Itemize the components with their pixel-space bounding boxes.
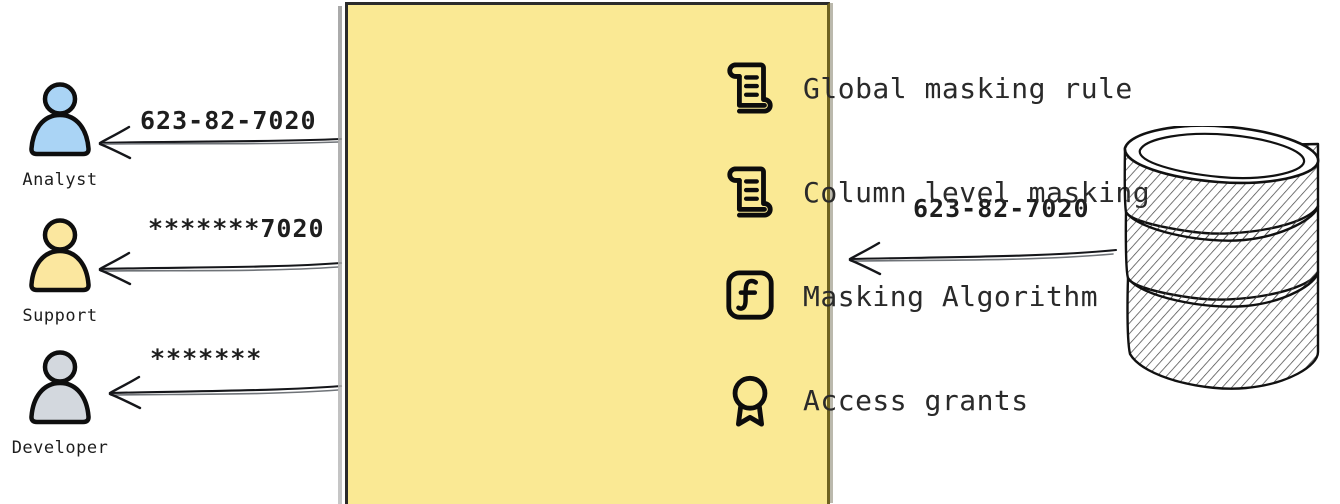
policy-list: Global masking rule Column level masking xyxy=(723,57,1163,431)
actor-support[interactable]: Support xyxy=(0,218,120,326)
actor-analyst[interactable]: Analyst xyxy=(0,82,120,190)
arrow-support xyxy=(98,251,343,286)
panel-shadow xyxy=(338,6,342,504)
user-icon xyxy=(29,350,91,425)
policy-item-masking-algorithm[interactable]: Masking Algorithm xyxy=(723,265,1163,327)
actor-label: Developer xyxy=(11,438,109,458)
flow-label-database: 623-82-7020 xyxy=(913,194,1090,223)
arrow-developer xyxy=(108,375,343,410)
award-icon xyxy=(732,375,768,427)
policy-item-label: Access grants xyxy=(803,383,1029,417)
arrow-analyst xyxy=(98,125,343,160)
scroll-icon xyxy=(727,166,773,218)
policy-item-label: Masking Algorithm xyxy=(803,279,1099,313)
actor-developer[interactable]: Developer xyxy=(0,350,120,458)
masking-policy-panel: Global masking rule Column level masking xyxy=(345,2,1150,504)
flow-label-developer: ******* xyxy=(150,344,263,373)
policy-item-access-grants[interactable]: Access grants xyxy=(723,369,1163,431)
policy-item-label: Column level masking xyxy=(803,175,1151,209)
user-icon xyxy=(29,218,91,293)
flow-label-analyst: 623-82-7020 xyxy=(140,106,317,135)
actor-label: Support xyxy=(22,306,98,326)
scroll-icon xyxy=(727,62,773,114)
database-cylinder-icon xyxy=(1123,126,1320,390)
arrow-database xyxy=(848,241,1118,276)
user-icon xyxy=(29,82,91,157)
actor-label: Analyst xyxy=(22,170,98,190)
function-icon xyxy=(726,270,774,320)
policy-item-global-masking-rule[interactable]: Global masking rule xyxy=(723,57,1163,119)
policy-item-label: Global masking rule xyxy=(803,71,1133,105)
policy-item-column-level-masking[interactable]: Column level masking xyxy=(723,161,1163,223)
flow-label-support: *******7020 xyxy=(148,214,325,243)
